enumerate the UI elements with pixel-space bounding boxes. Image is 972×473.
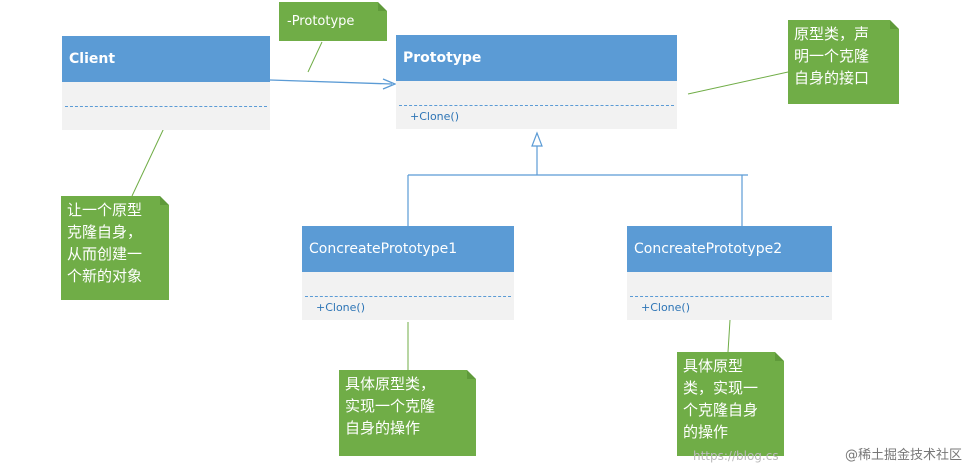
watermark: @稀土掘金技术社区 <box>844 448 962 463</box>
prototype-note-line: 自身的接口 <box>794 69 870 87</box>
concrete-prototype-2-note-line: 类，实现一 <box>683 379 759 397</box>
concrete-prototype-1-note-line: 具体原型类， <box>345 375 436 393</box>
client-note-leader <box>131 127 165 197</box>
prototype-attribute-separator <box>399 105 674 106</box>
client-note: 让一个原型 克隆自身， 从而创建一 个新的对象 <box>61 196 169 300</box>
prototype-class: Prototype +Clone() <box>396 35 677 129</box>
prototype-note-line: 明一个克隆 <box>794 47 870 65</box>
concrete-prototype-1-separator <box>305 296 511 297</box>
prototype-note: 原型类，声 明一个克隆 自身的接口 <box>788 20 899 104</box>
concrete-prototype-1-note-line: 自身的操作 <box>345 419 421 437</box>
concrete-prototype-1-class: ConcreatePrototype1 +Clone() <box>302 226 514 320</box>
client-note-line: 让一个原型 <box>67 201 143 219</box>
blog-url-fragment: https://blog.cs <box>693 449 779 463</box>
client-note-line: 从而创建一 <box>67 245 143 263</box>
concrete2-note-leader <box>727 319 731 353</box>
concrete-prototype-2-class: ConcreatePrototype2 +Clone() <box>627 226 832 320</box>
client-class: Client <box>62 36 270 130</box>
concrete-prototype-1-note-line: 实现一个克隆 <box>345 397 436 415</box>
association-arrowhead <box>382 78 397 90</box>
association-label-note: -Prototype <box>279 2 387 41</box>
concrete-prototype-2-separator <box>630 296 829 297</box>
association-line <box>269 79 393 85</box>
association-label: -Prototype <box>287 13 355 29</box>
inheritance-triangle <box>531 131 543 147</box>
client-attribute-separator <box>65 106 267 107</box>
client-note-line: 个新的对象 <box>67 267 143 285</box>
concrete-prototype-2-note-line: 个克隆自身 <box>683 401 759 419</box>
concrete-prototype-2-note-line: 具体原型 <box>683 357 744 375</box>
client-class-name: Client <box>62 36 270 82</box>
prototype-class-name: Prototype <box>396 35 677 81</box>
prototype-note-line: 原型类，声 <box>794 25 870 43</box>
concrete-prototype-2-name: ConcreatePrototype2 <box>627 226 832 272</box>
concrete-prototype-1-clone-operation: +Clone() <box>316 301 366 314</box>
label-leader-line <box>307 41 323 73</box>
concrete-prototype-1-name: ConcreatePrototype1 <box>302 226 514 272</box>
concrete-prototype-2-note-line: 的操作 <box>683 423 729 441</box>
client-note-line: 克隆自身， <box>67 223 143 241</box>
concrete-prototype-2-clone-operation: +Clone() <box>641 301 691 314</box>
prototype-clone-operation: +Clone() <box>410 110 460 123</box>
prototype-note-leader <box>687 71 789 95</box>
concrete-prototype-1-note: 具体原型类， 实现一个克隆 自身的操作 <box>339 370 476 456</box>
concrete-prototype-2-note: 具体原型 类，实现一 个克隆自身 的操作 <box>677 352 784 456</box>
